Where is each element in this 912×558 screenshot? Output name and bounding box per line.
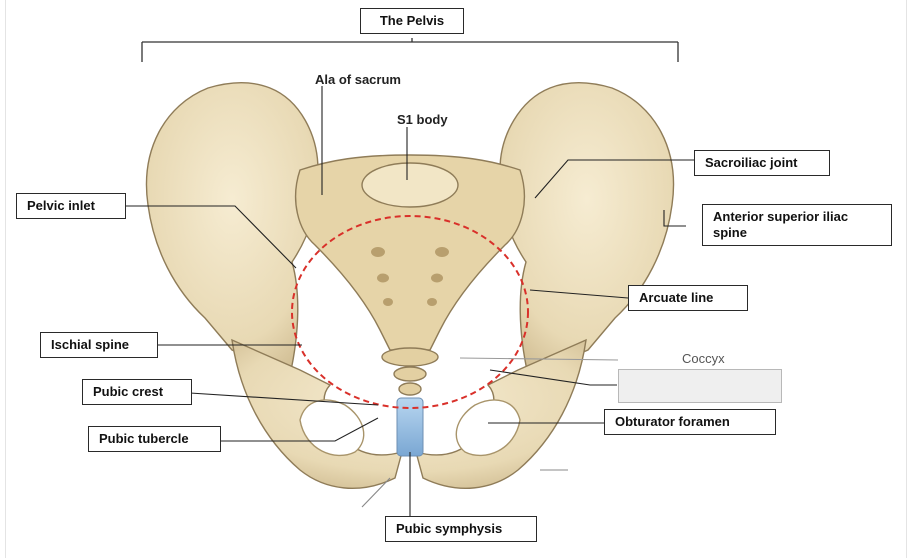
label-ala-of-sacrum: Ala of sacrum (315, 72, 401, 87)
label-pubic-crest: Pubic crest (82, 379, 192, 405)
right-obturator-foramen (455, 399, 521, 457)
label-asis-line2: spine (713, 225, 747, 240)
label-pubic-tubercle: Pubic tubercle (88, 426, 221, 452)
label-pubic-symphysis: Pubic symphysis (385, 516, 537, 542)
pubic-symphysis-cartilage (396, 397, 424, 457)
label-pelvic-inlet: Pelvic inlet (16, 193, 126, 219)
label-coccyx: Coccyx (682, 351, 725, 366)
label-s1-body: S1 body (397, 112, 448, 127)
sacrum (294, 154, 526, 351)
label-asis-line1: Anterior superior iliac (713, 209, 849, 224)
label-ischial-spine: Ischial spine (40, 332, 158, 358)
label-anterior-superior-iliac-spine: Anterior superior iliac spine (702, 204, 892, 246)
sacral-foramina (371, 247, 449, 306)
label-obturator-foramen: Obturator foramen (604, 409, 776, 435)
label-arcuate-line: Arcuate line (628, 285, 748, 311)
pelvic-inlet-outline (291, 215, 529, 409)
blank-answer-box[interactable] (618, 369, 782, 403)
left-frame-edge (5, 0, 6, 558)
page-title: The Pelvis (360, 8, 464, 34)
leader-lines (126, 86, 694, 516)
right-ilium (499, 82, 675, 376)
left-obturator-foramen (299, 399, 365, 457)
title-bracket (141, 38, 679, 62)
coccyx-segments (381, 347, 439, 396)
s1-body-shape (361, 162, 459, 208)
label-sacroiliac-joint: Sacroiliac joint (694, 150, 830, 176)
left-ilium (145, 82, 319, 376)
right-frame-edge (906, 0, 907, 558)
